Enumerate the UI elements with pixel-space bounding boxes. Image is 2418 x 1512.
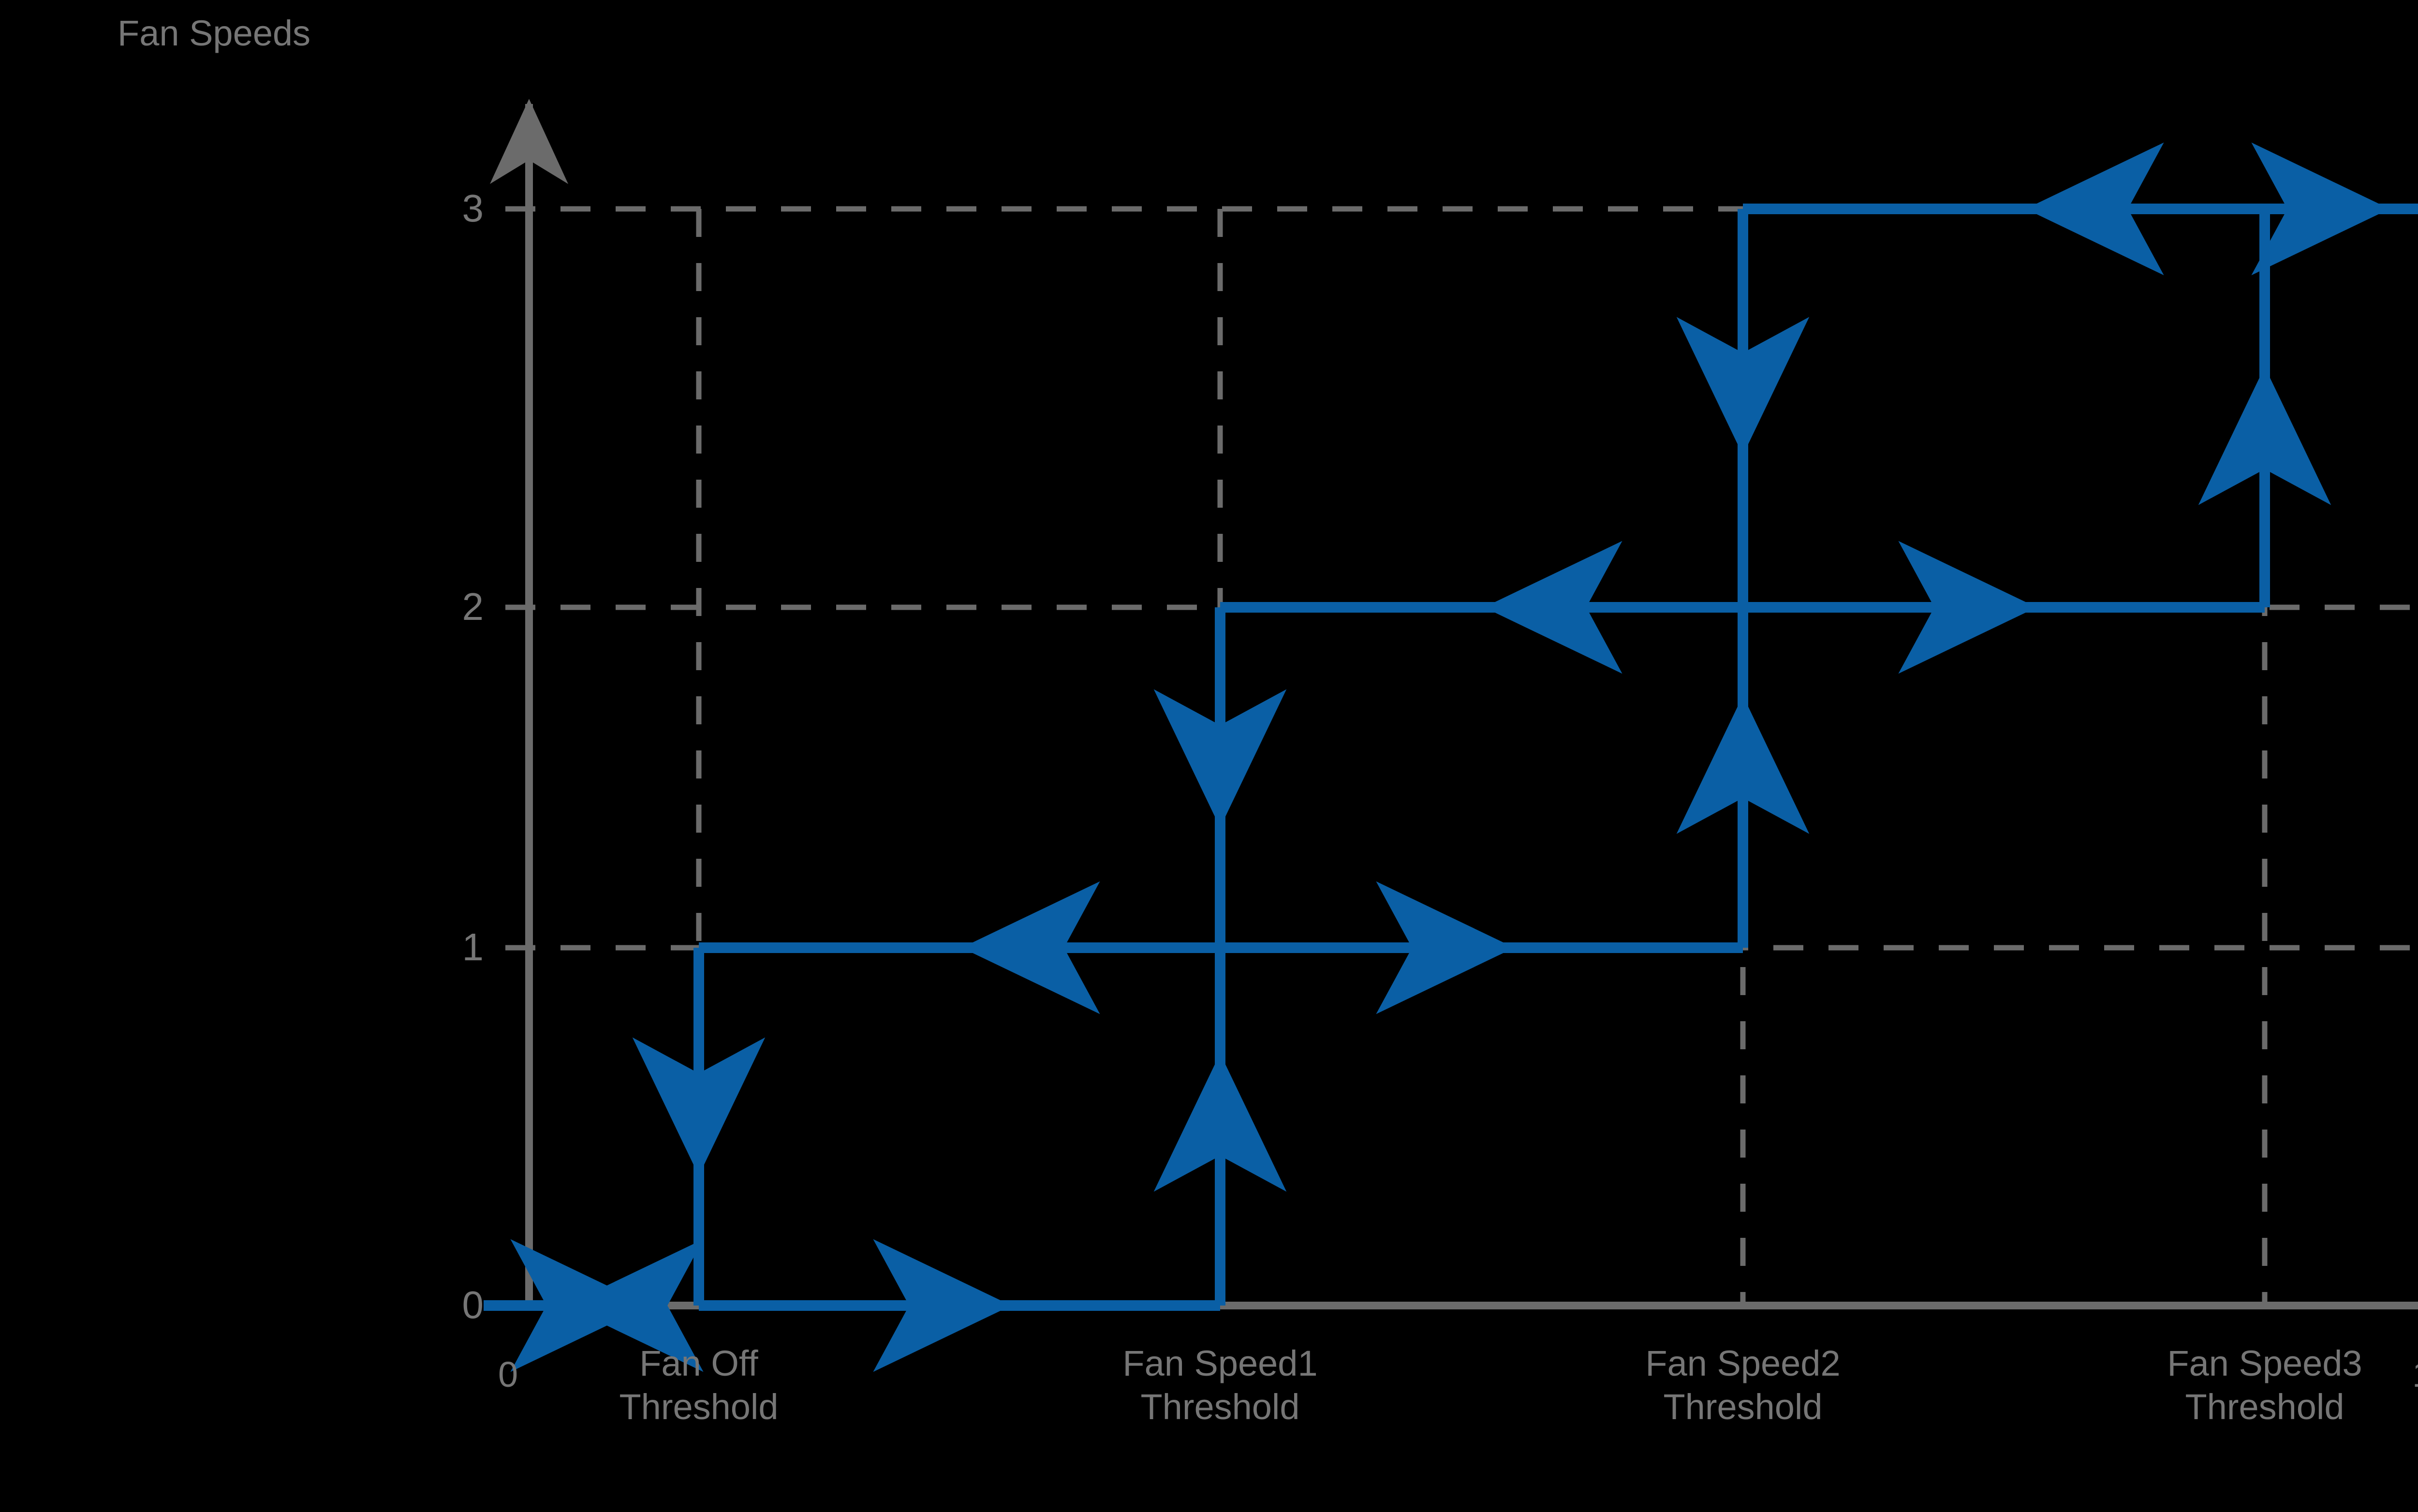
x-tick-fan-off-threshold: Fan Off Threshold — [619, 1343, 779, 1427]
y-tick-0: 0 — [462, 1283, 484, 1326]
x-tick-fan-speed2-threshold: Fan Speed2 Threshold — [1645, 1343, 1841, 1427]
y-tick-2: 2 — [462, 585, 484, 628]
grid-horizontal — [505, 206, 2418, 951]
y-tick-1: 1 — [462, 925, 484, 969]
hysteresis-plot-svg — [484, 99, 2418, 1372]
hysteresis-trace — [484, 142, 2418, 1372]
x-tick-fan-speed1-threshold: Fan Speed1 Threshold — [1122, 1343, 1318, 1427]
x-tick-100: 100 — [2412, 1354, 2418, 1395]
grid-vertical — [696, 209, 2268, 1306]
axis-lines — [484, 99, 2418, 1309]
x-tick-fan-speed3-threshold: Fan Speed3 Threshold — [2167, 1343, 2362, 1427]
y-axis-title: Fan Speeds — [118, 13, 311, 53]
x-tick-0: 0 — [498, 1354, 518, 1395]
fan-speed-hysteresis-diagram: Fan Speeds Fan Control Value [%] 3 2 1 0… — [118, 13, 2418, 1427]
y-tick-3: 3 — [462, 187, 484, 230]
